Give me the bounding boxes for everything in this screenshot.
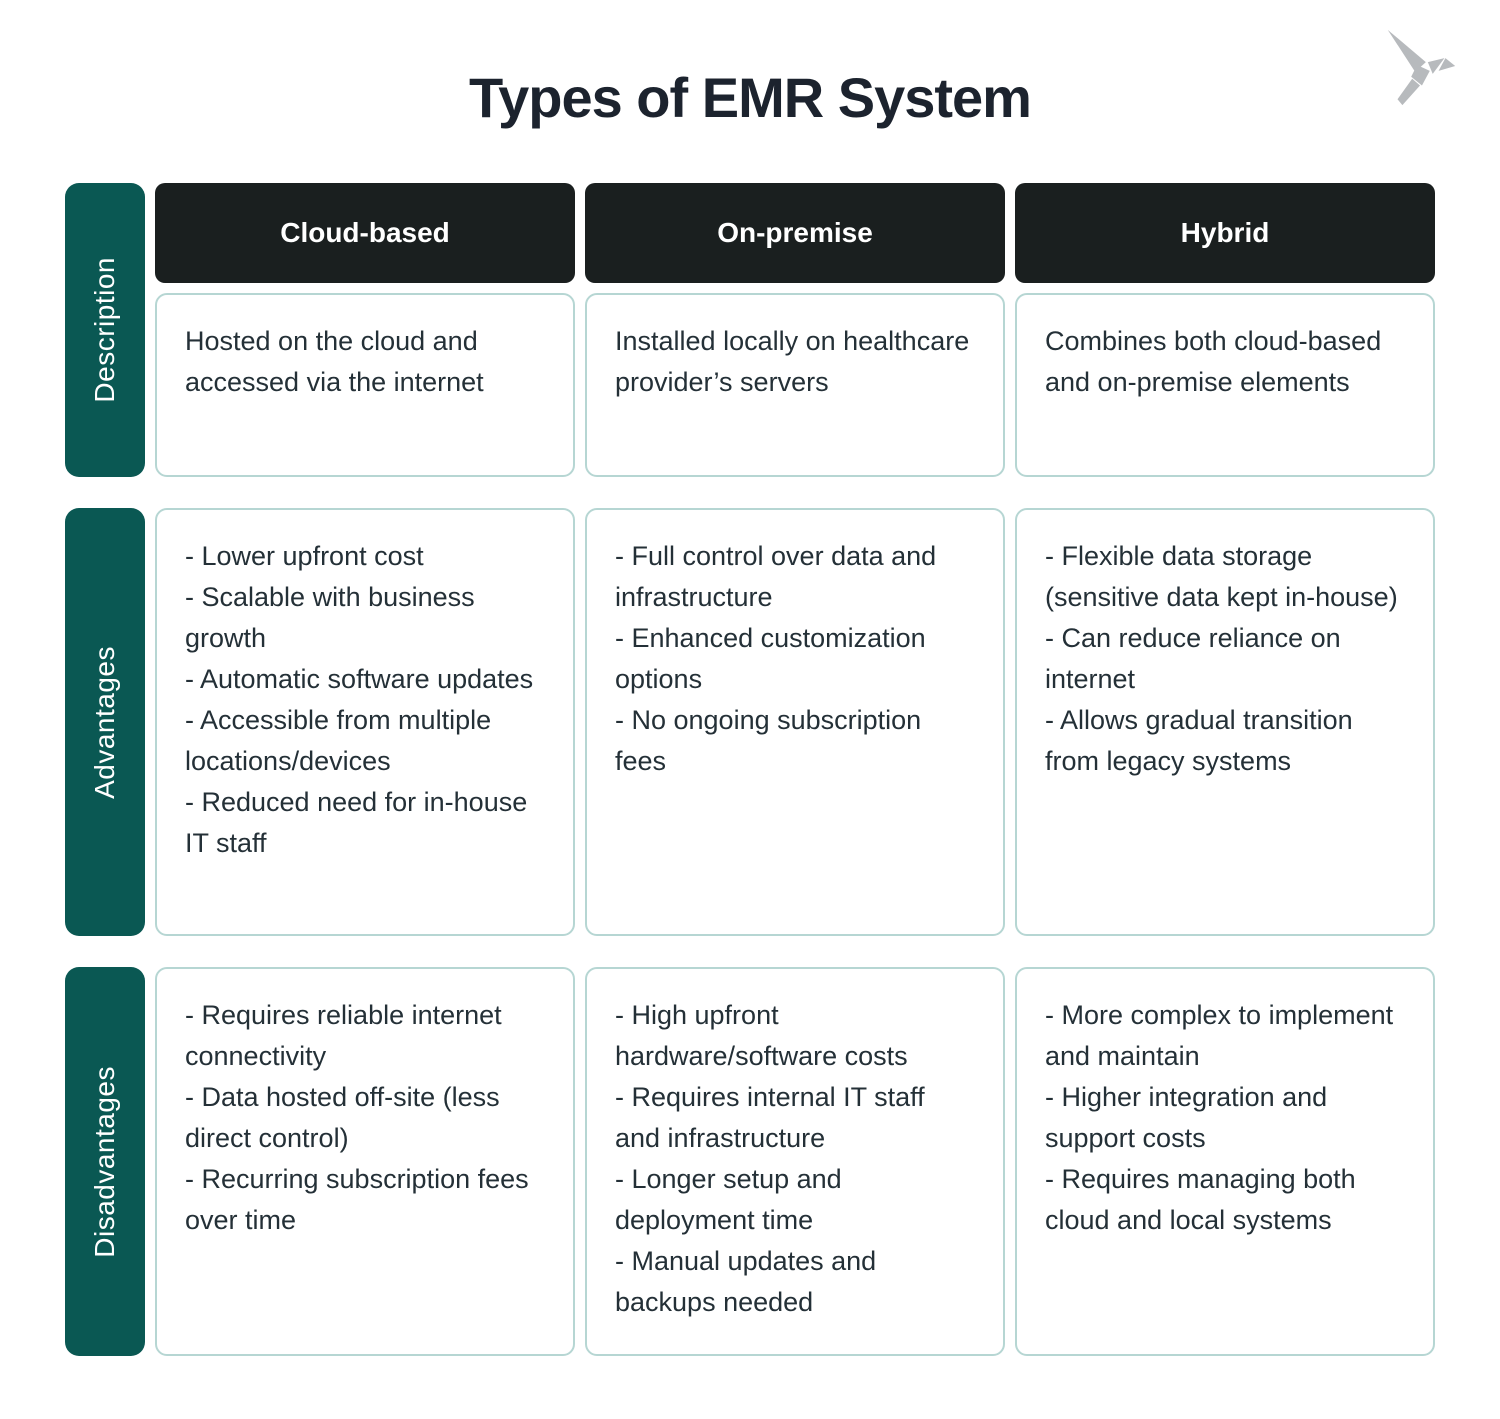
column-header-on-premise: On-premise (585, 183, 1005, 283)
column-header-label: On-premise (717, 217, 873, 248)
cell-advantages-on-premise: - Full control over data and infrastruct… (585, 508, 1005, 936)
cell-description-on-premise: Installed locally on healthcare provider… (585, 293, 1005, 477)
origami-bird-logo (1387, 29, 1456, 106)
row-label-disadvantages: Disadvantages (65, 967, 145, 1356)
column-header-label: Hybrid (1180, 217, 1270, 248)
column-header-label: Cloud-based (280, 217, 450, 248)
column-header-cloud-based: Cloud-based (155, 183, 575, 283)
cell-disadvantages-cloud-based: - Requires reliable internet connectivit… (155, 967, 575, 1356)
row-label-text: Description (89, 257, 120, 403)
cell-disadvantages-on-premise: - High upfront hardware/software costs -… (585, 967, 1005, 1356)
comparison-table: Cloud-based On-premise Hybrid Descriptio… (65, 183, 1435, 1356)
column-header-hybrid: Hybrid (1015, 183, 1435, 283)
row-label-advantages: Advantages (65, 508, 145, 936)
cell-description-hybrid: Combines both cloud-based and on-premise… (1015, 293, 1435, 477)
cell-advantages-cloud-based: - Lower upfront cost - Scalable with bus… (155, 508, 575, 936)
cell-advantages-hybrid: - Flexible data storage (sensitive data … (1015, 508, 1435, 936)
cell-disadvantages-hybrid: - More complex to implement and maintain… (1015, 967, 1435, 1356)
row-label-text: Disadvantages (89, 1065, 120, 1258)
page-title: Types of EMR System (469, 66, 1032, 129)
row-label-text: Advantages (89, 645, 120, 799)
page-header: Types of EMR System (0, 0, 1500, 183)
row-label-description: Description (65, 183, 145, 477)
cell-description-cloud-based: Hosted on the cloud and accessed via the… (155, 293, 575, 477)
